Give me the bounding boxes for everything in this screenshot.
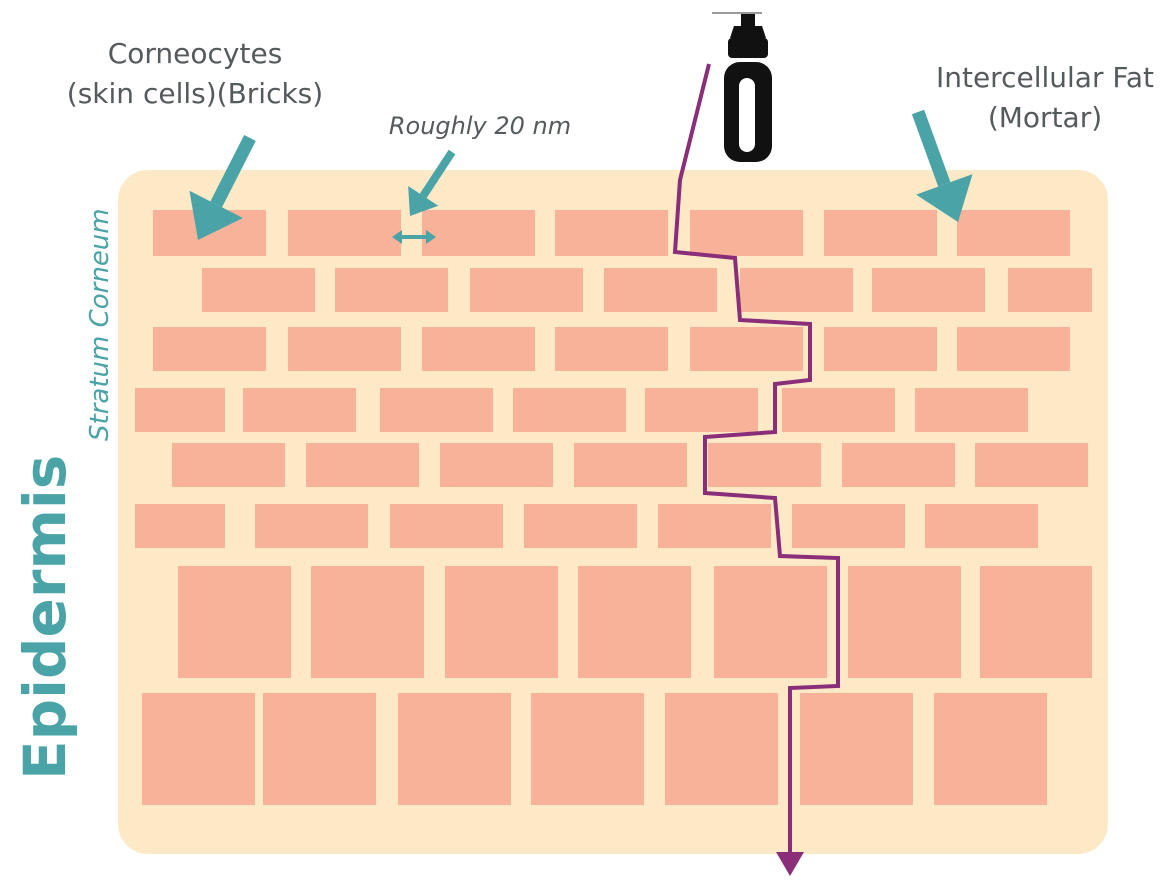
corneocyte-brick: [980, 566, 1092, 678]
gap-size-label: Roughly 20 nm: [388, 112, 572, 140]
corneocyte-brick: [422, 210, 535, 256]
corneocyte-brick: [792, 504, 905, 548]
spray-bottle-icon: [712, 12, 772, 162]
corneocyte-brick: [957, 210, 1070, 256]
stratum-corneum-label: Stratum Corneum: [85, 208, 115, 441]
corneocyte-brick: [513, 388, 626, 432]
corneocyte-brick: [708, 443, 821, 487]
corneocyte-brick: [135, 388, 225, 432]
corneocyte-brick: [658, 504, 771, 548]
corneocyte-brick: [555, 327, 668, 371]
corneocyte-brick: [842, 443, 955, 487]
corneocyte-brick: [172, 443, 285, 487]
corneocyte-brick: [178, 566, 291, 678]
corneocyte-brick: [470, 268, 583, 312]
corneocyte-brick: [202, 268, 315, 312]
corneocyte-brick: [848, 566, 961, 678]
corneocyte-brick: [390, 504, 503, 548]
corneocyte-brick: [555, 210, 668, 256]
corneocyte-brick: [335, 268, 448, 312]
corneocyte-brick: [824, 210, 937, 256]
penetration-path-layer: [672, 63, 840, 876]
corneocyte-brick: [422, 327, 535, 371]
corneocyte-brick: [915, 388, 1028, 432]
corneocyte-brick: [740, 268, 853, 312]
arrow-to-corneocytes: [189, 135, 256, 240]
bricks-layer: [135, 210, 1092, 805]
corneocyte-brick: [288, 210, 401, 256]
corneocyte-brick: [578, 566, 691, 678]
epidermis-label: Epidermis: [11, 454, 79, 780]
corneocyte-brick: [135, 504, 225, 548]
corneocyte-brick: [1008, 268, 1092, 312]
corneocyte-brick: [690, 210, 803, 256]
corneocyte-brick: [872, 268, 985, 312]
corneocyte-brick: [440, 443, 553, 487]
corneocyte-brick: [445, 566, 558, 678]
corneocyte-brick: [800, 693, 913, 805]
penetration-path: [672, 63, 840, 858]
gap-width-double-arrow: [392, 230, 436, 244]
corneocytes-label: Corneocytes (skin cells)(Bricks): [66, 37, 324, 110]
corneocyte-brick: [925, 504, 1038, 548]
corneocyte-brick: [824, 327, 937, 371]
corneocyte-brick: [243, 388, 356, 432]
corneocyte-brick: [306, 443, 419, 487]
corneocyte-brick: [288, 327, 401, 371]
corneocyte-brick: [690, 327, 803, 371]
corneocyte-brick: [975, 443, 1088, 487]
arrows-layer: [189, 109, 973, 244]
corneocyte-brick: [311, 566, 424, 678]
arrow-to-gap: [408, 149, 456, 216]
corneocyte-brick: [255, 504, 368, 548]
corneocyte-brick: [398, 693, 511, 805]
arrow-down-icon: [776, 852, 804, 876]
corneocyte-brick: [153, 327, 266, 371]
corneocyte-brick: [142, 693, 255, 805]
corneocyte-brick: [574, 443, 687, 487]
corneocyte-brick: [524, 504, 637, 548]
corneocyte-brick: [934, 693, 1047, 805]
corneocyte-brick: [957, 327, 1070, 371]
arrow-to-fat: [911, 109, 973, 222]
corneocyte-brick: [782, 388, 895, 432]
corneocyte-brick: [263, 693, 376, 805]
corneocyte-brick: [604, 268, 717, 312]
corneocyte-brick: [645, 388, 758, 432]
corneocyte-brick: [380, 388, 493, 432]
corneocyte-brick: [665, 693, 778, 805]
corneocyte-brick: [714, 566, 827, 678]
corneocyte-brick: [531, 693, 644, 805]
intercellular-fat-label: Intercellular Fat (Mortar): [935, 61, 1155, 134]
